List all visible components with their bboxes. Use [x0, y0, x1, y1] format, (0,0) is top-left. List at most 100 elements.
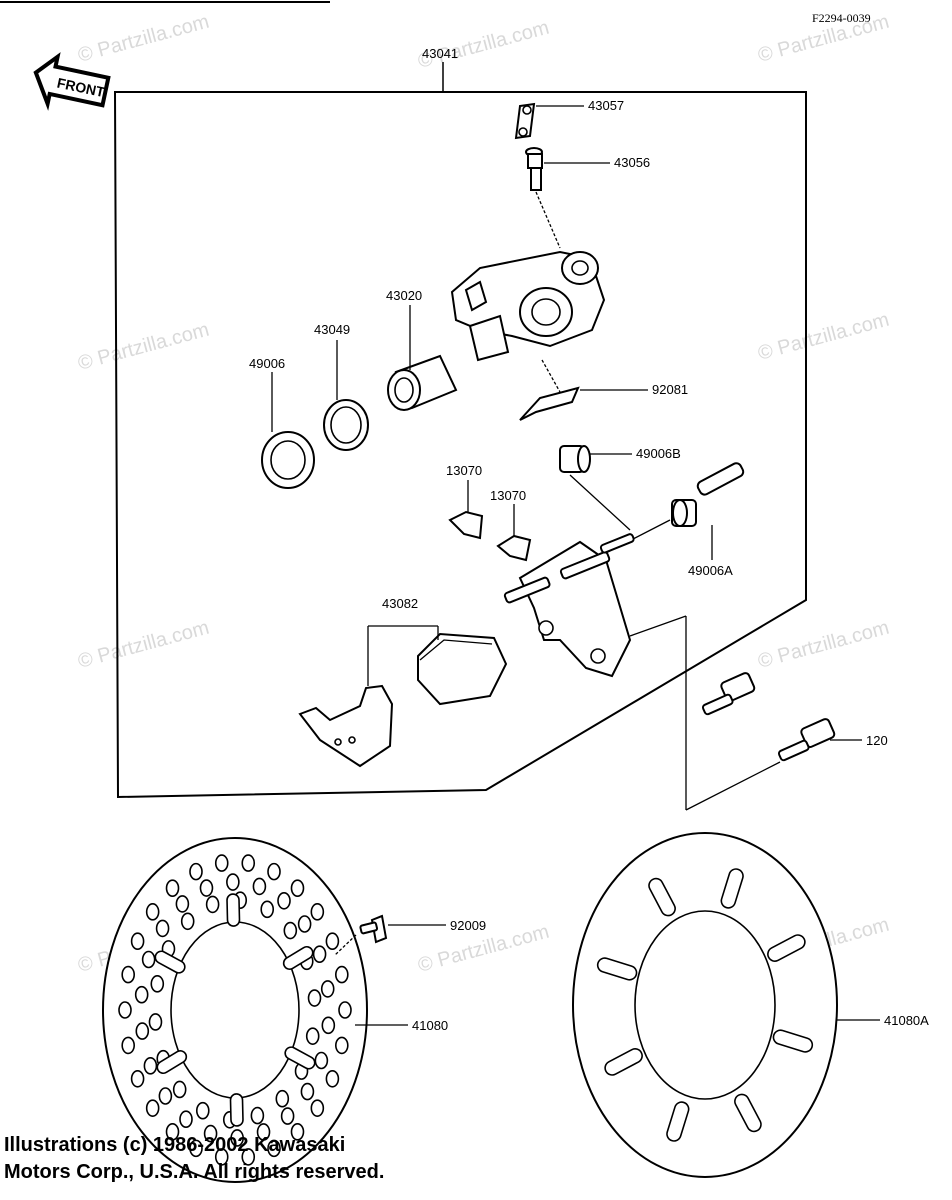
- bolt-part: [701, 672, 756, 716]
- brake-pad-back-part: [298, 684, 394, 768]
- disc-hole: [165, 879, 180, 897]
- disc-hole: [154, 950, 186, 974]
- piston-part: [387, 354, 458, 411]
- watermark: © Partzilla.com: [76, 617, 212, 673]
- disc-hole: [214, 854, 229, 872]
- disc-hole: [280, 1107, 295, 1125]
- front-arrow: FRONT: [33, 52, 111, 111]
- disc-hole: [252, 877, 267, 896]
- disc-hole: [267, 1139, 281, 1158]
- disc-hole: [260, 900, 275, 919]
- disc-hole: [134, 985, 149, 1004]
- disc-hole: [321, 1016, 336, 1035]
- slotted-brake-disc-part: [572, 832, 838, 1178]
- disc-hole: [175, 895, 190, 913]
- drilled-brake-disc-part: [102, 837, 368, 1183]
- clip-b-part: [496, 534, 532, 562]
- disc-hole: [156, 1050, 188, 1075]
- disc-hole: [155, 919, 170, 938]
- label-92009: 92009: [450, 918, 486, 933]
- copyright-notice: Illustrations (c) 1986-2002 Kawasaki Mot…: [4, 1132, 604, 1186]
- label-43049: 43049: [314, 322, 350, 337]
- disc-hole: [148, 1013, 163, 1031]
- disc-hole: [310, 1099, 325, 1117]
- disc-hole: [325, 1069, 340, 1088]
- disc-hole: [121, 965, 135, 984]
- watermark: © Partzilla.com: [756, 617, 892, 673]
- disc-hole: [604, 1048, 643, 1076]
- watermarks: © Partzilla.com © Partzilla.com © Partzi…: [76, 11, 892, 977]
- disc-hole: [250, 1106, 265, 1125]
- disc-hole: [666, 1101, 690, 1142]
- disc-hole: [229, 1093, 244, 1127]
- disc-hole: [203, 1124, 218, 1143]
- disc-hole: [290, 879, 305, 897]
- caliper-bracket-part: [503, 533, 635, 678]
- disc-hole: [145, 1099, 160, 1117]
- label-41080: 41080: [412, 1018, 448, 1033]
- label-49006B: 49006B: [636, 446, 681, 461]
- disc-hole: [277, 891, 291, 910]
- diagram-code: F2294-0039: [812, 11, 871, 25]
- disc-hole: [226, 893, 241, 927]
- label-49006: 49006: [249, 356, 285, 371]
- disc-hole: [275, 1089, 290, 1108]
- disc-hole: [241, 1148, 256, 1166]
- disc-hole: [335, 1036, 349, 1055]
- disc-hole: [145, 903, 160, 921]
- piston-seal-part: [323, 399, 369, 451]
- label-13070-b: 13070: [490, 488, 526, 503]
- clip-a-part: [448, 510, 484, 540]
- disc-hole: [158, 1087, 173, 1105]
- watermark: © Partzilla.com: [76, 11, 212, 67]
- dust-seal-part: [261, 431, 315, 489]
- disc-hole: [648, 877, 676, 917]
- disc-hole: [195, 1101, 210, 1120]
- label-49006A: 49006A: [688, 563, 733, 578]
- disc-hole: [282, 945, 314, 970]
- disc-hole: [338, 1001, 352, 1019]
- label-13070-a: 13070: [446, 463, 482, 478]
- disc-hole: [199, 879, 214, 897]
- disc-hole: [305, 1027, 320, 1045]
- disc-hole: [325, 932, 340, 951]
- disc-hole: [307, 989, 322, 1007]
- caliper-body-part: [450, 250, 606, 362]
- disc-hole: [720, 868, 744, 909]
- disc-hole: [256, 1123, 271, 1141]
- disc-hole: [205, 895, 220, 914]
- brake-pad-front-part: [417, 632, 508, 706]
- disc-hole: [121, 1036, 135, 1055]
- disc-hole: [179, 1110, 193, 1129]
- label-120: 120: [866, 733, 888, 748]
- disc-hole: [189, 862, 203, 881]
- disc-hole: [180, 912, 195, 931]
- disc-hole: [320, 980, 335, 998]
- boot-b-part: [559, 445, 591, 473]
- disc-hole: [283, 921, 298, 940]
- copyright-line-1: Illustrations (c) 1986-2002 Kawasaki: [4, 1134, 346, 1156]
- disc-hole: [297, 915, 312, 933]
- disc-hole: [189, 1139, 203, 1158]
- bleeder-valve-part: [525, 147, 543, 191]
- disc-hole: [312, 945, 327, 963]
- disc-hole: [734, 1093, 762, 1133]
- disc-hole: [290, 1123, 305, 1141]
- disc-hole: [772, 1029, 814, 1053]
- disc-hole: [267, 862, 281, 881]
- disc-hole: [335, 965, 349, 984]
- disc-hole: [284, 1046, 316, 1070]
- disc-hole: [767, 934, 806, 962]
- label-43057: 43057: [588, 98, 624, 113]
- disc-hole: [135, 1022, 150, 1040]
- pin-boot-a-part: [671, 462, 745, 527]
- disc-hole: [130, 1069, 145, 1088]
- watermark: © Partzilla.com: [76, 319, 212, 375]
- label-43056: 43056: [614, 155, 650, 170]
- copyright-line-2: Motors Corp., U.S.A. All rights reserved…: [4, 1161, 385, 1183]
- disc-hole: [150, 975, 165, 993]
- disc-hole: [172, 1080, 187, 1099]
- disc-hole: [241, 854, 256, 872]
